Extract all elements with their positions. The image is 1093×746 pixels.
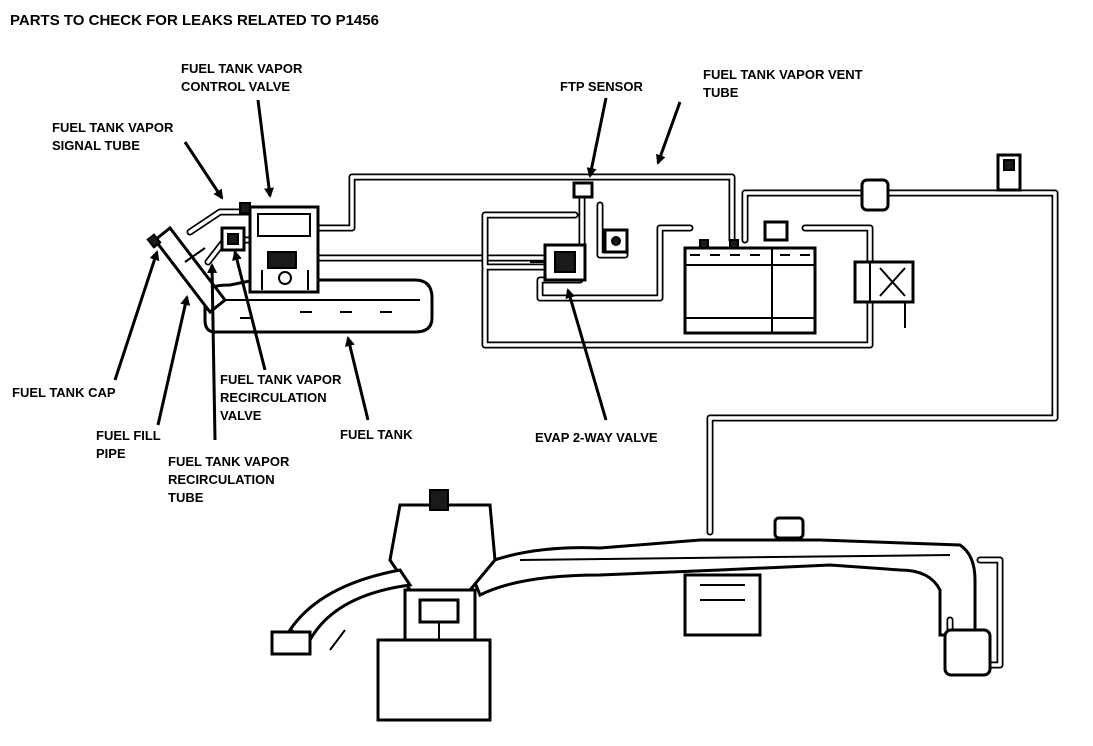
svg-text:FTP SENSOR: FTP SENSOR	[560, 79, 643, 94]
svg-text:FUEL TANK CAP: FUEL TANK CAP	[12, 385, 116, 400]
svg-text:RECIRCULATION: RECIRCULATION	[168, 472, 275, 487]
label-control-valve: FUEL TANK VAPOR CONTROL VALVE	[181, 61, 303, 94]
fuel-fill-pipe	[146, 225, 228, 315]
ftp-sensor	[572, 181, 629, 254]
vent-shut-valve	[853, 260, 915, 328]
label-signal-tube: FUEL TANK VAPOR SIGNAL TUBE	[52, 120, 174, 153]
evap-canister	[683, 220, 817, 335]
label-recirc-valve: FUEL TANK VAPOR RECIRCULATION VALVE	[220, 372, 342, 423]
svg-text:FUEL TANK VAPOR: FUEL TANK VAPOR	[181, 61, 303, 76]
svg-text:FUEL FILL: FUEL FILL	[96, 428, 161, 443]
svg-text:FUEL TANK VAPOR: FUEL TANK VAPOR	[168, 454, 290, 469]
label-ftp-sensor: FTP SENSOR	[560, 79, 643, 94]
label-recirc-tube: FUEL TANK VAPOR RECIRCULATION TUBE	[168, 454, 290, 505]
svg-text:PIPE: PIPE	[96, 446, 126, 461]
vent-filter	[860, 178, 890, 212]
fuel-tank-vapor-control-valve	[239, 202, 320, 294]
svg-text:RECIRCULATION: RECIRCULATION	[220, 390, 327, 405]
engine-intake	[270, 489, 1004, 722]
purge-valve	[996, 153, 1022, 192]
label-tank-cap: FUEL TANK CAP	[12, 385, 116, 400]
fuel-tank-vapor-recirculation-valve	[220, 226, 246, 252]
svg-text:VALVE: VALVE	[220, 408, 262, 423]
label-vent-tube: FUEL TANK VAPOR VENT TUBE	[703, 67, 863, 100]
svg-text:FUEL TANK: FUEL TANK	[340, 427, 413, 442]
evap-2-way-valve	[530, 243, 587, 282]
diagram-title: PARTS TO CHECK FOR LEAKS RELATED TO P145…	[10, 12, 379, 29]
svg-text:CONTROL VALVE: CONTROL VALVE	[181, 79, 290, 94]
label-evap-valve: EVAP 2-WAY VALVE	[535, 430, 658, 445]
svg-text:TUBE: TUBE	[703, 85, 739, 100]
svg-text:EVAP 2-WAY VALVE: EVAP 2-WAY VALVE	[535, 430, 658, 445]
leader-arrows	[113, 97, 682, 441]
label-fill-pipe: FUEL FILL PIPE	[96, 428, 161, 461]
svg-text:SIGNAL TUBE: SIGNAL TUBE	[52, 138, 140, 153]
vapor-tubes	[186, 173, 1059, 536]
label-fuel-tank: FUEL TANK	[340, 427, 413, 442]
svg-text:FUEL TANK VAPOR: FUEL TANK VAPOR	[220, 372, 342, 387]
svg-text:FUEL TANK VAPOR: FUEL TANK VAPOR	[52, 120, 174, 135]
svg-text:FUEL TANK VAPOR VENT: FUEL TANK VAPOR VENT	[703, 67, 863, 82]
svg-text:TUBE: TUBE	[168, 490, 204, 505]
